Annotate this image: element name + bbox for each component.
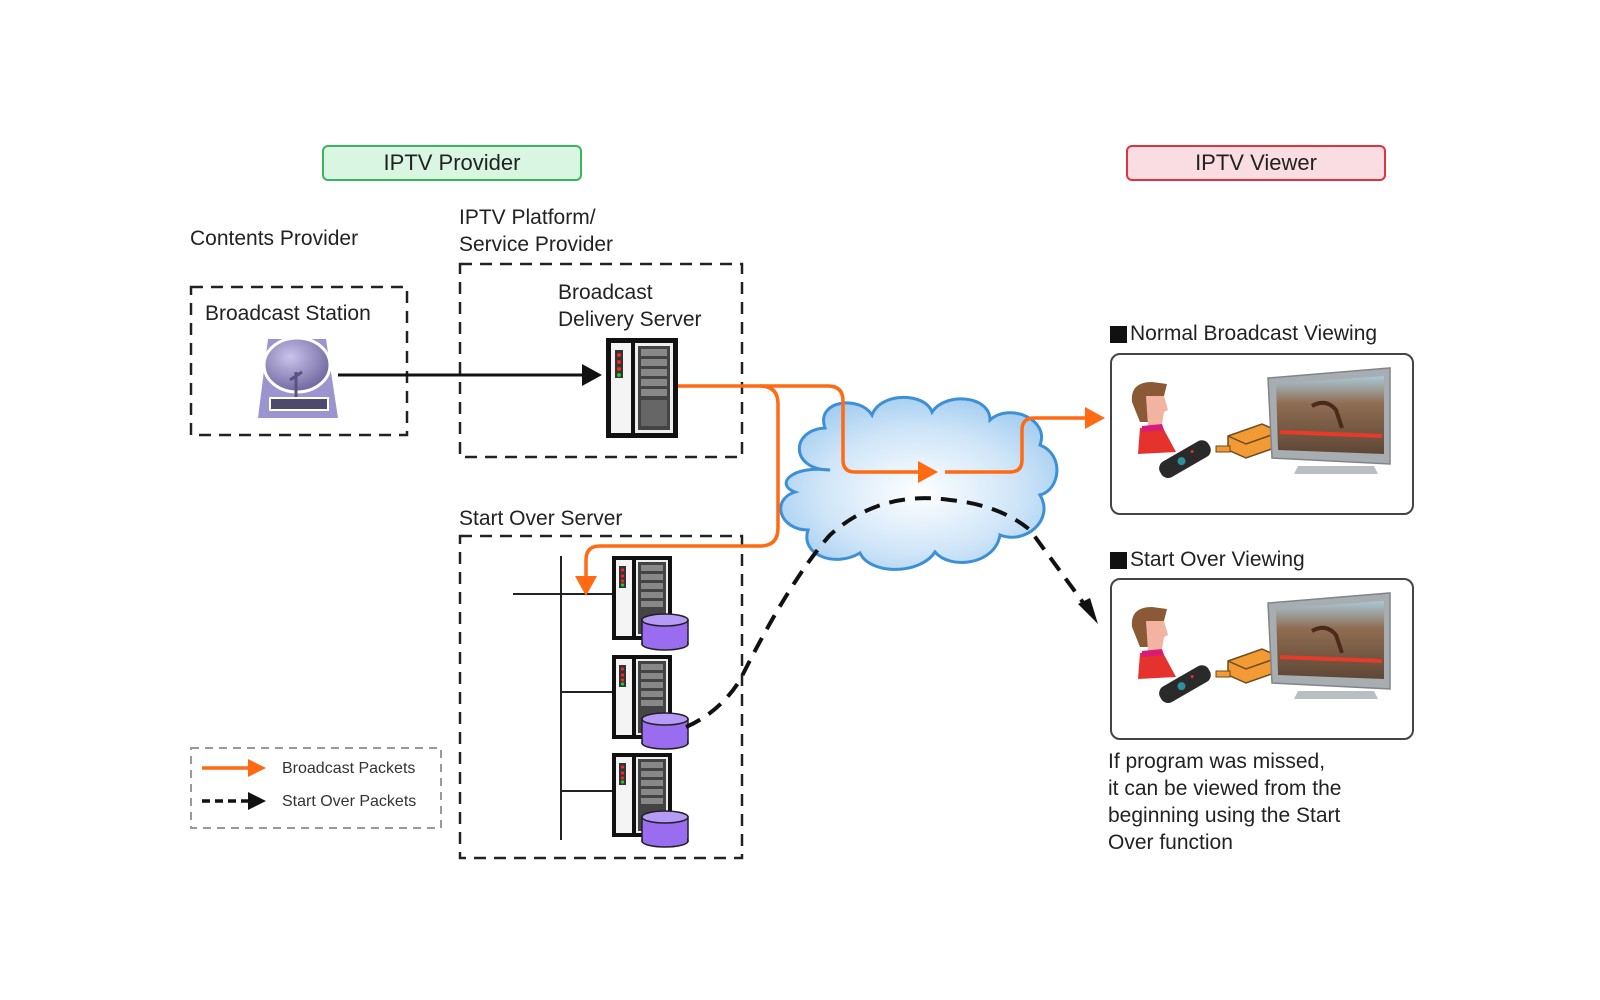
start-over-server-label: Start Over Server bbox=[459, 507, 623, 530]
start-over-viewing-title: Start Over Viewing bbox=[1110, 548, 1305, 572]
contents-provider-label: Contents Provider bbox=[190, 227, 359, 250]
iptv-viewer-header: IPTV Viewer bbox=[1126, 145, 1386, 181]
legend-broadcast-label: Broadcast Packets bbox=[282, 760, 416, 777]
broadcast-arrow-head bbox=[918, 461, 938, 483]
square-bullet-icon bbox=[1110, 325, 1127, 343]
broadcast-packets-path bbox=[584, 384, 1088, 578]
satellite-dish-icon bbox=[258, 336, 338, 418]
start-over-server-icon bbox=[612, 753, 672, 837]
note-line: beginning using the Start bbox=[1108, 804, 1341, 827]
start-over-note: If program was missed, it can be viewed … bbox=[1108, 748, 1408, 856]
delivery-server-label-line1: Broadcast bbox=[558, 281, 653, 304]
platform-label-line2: Service Provider bbox=[459, 233, 614, 256]
start-over-viewing-panel bbox=[1110, 578, 1414, 740]
feed-arrow-head bbox=[582, 364, 602, 386]
platform-label-line1: IPTV Platform/ bbox=[459, 206, 596, 229]
note-line: Over function bbox=[1108, 831, 1233, 854]
database-cylinder-icon bbox=[641, 810, 689, 848]
iptv-provider-header: IPTV Provider bbox=[322, 145, 582, 181]
iptv-provider-label: IPTV Provider bbox=[383, 150, 521, 175]
broadcast-arrow-head bbox=[1085, 407, 1105, 429]
broadcast-arrow-head bbox=[575, 576, 597, 596]
iptv-viewer-label: IPTV Viewer bbox=[1195, 150, 1317, 175]
cloud-icon bbox=[779, 395, 1059, 571]
legend-broadcast-arrow bbox=[248, 759, 266, 777]
note-line: it can be viewed from the bbox=[1108, 777, 1342, 800]
start-over-arrow-head bbox=[1078, 598, 1098, 624]
broadcast-station-label: Broadcast Station bbox=[205, 302, 371, 325]
database-cylinder-icon bbox=[641, 712, 689, 750]
start-over-viewing-label: Start Over Viewing bbox=[1130, 548, 1305, 571]
database-cylinder-icon bbox=[641, 613, 689, 651]
delivery-server-icon bbox=[606, 338, 678, 438]
legend-start-over-label: Start Over Packets bbox=[282, 793, 417, 810]
square-bullet-icon bbox=[1110, 551, 1127, 569]
start-over-server-box bbox=[458, 534, 744, 860]
normal-viewing-title: Normal Broadcast Viewing bbox=[1110, 322, 1377, 346]
start-over-server-icon bbox=[612, 655, 672, 739]
start-over-packets-path bbox=[685, 496, 1092, 729]
note-line: If program was missed, bbox=[1108, 750, 1326, 773]
legend-start-over-arrow bbox=[248, 792, 266, 810]
normal-viewing-panel bbox=[1110, 353, 1414, 515]
delivery-server-label-line2: Delivery Server bbox=[558, 308, 702, 331]
normal-viewing-label: Normal Broadcast Viewing bbox=[1130, 322, 1378, 345]
start-over-server-icon bbox=[612, 556, 672, 640]
